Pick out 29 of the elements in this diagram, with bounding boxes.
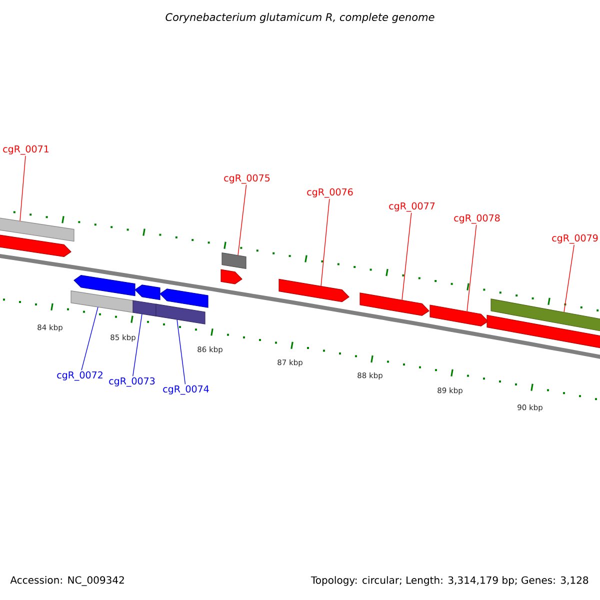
gene-block <box>220 269 242 284</box>
title: Corynebacterium glutamicum R, complete genome <box>166 12 434 24</box>
leader-line <box>238 184 247 256</box>
gene-label: cgR_0074 <box>163 385 209 395</box>
gene-block <box>278 278 350 302</box>
gene-label: cgR_0071 <box>3 145 49 155</box>
gene-block <box>134 284 160 300</box>
leader-line <box>466 224 477 312</box>
gene-block <box>430 304 488 326</box>
gene-label: cgR_0078 <box>454 214 500 224</box>
leader-line <box>564 244 574 312</box>
leader-line <box>402 212 412 300</box>
gene-bar <box>132 300 156 316</box>
gene-bar <box>490 298 600 334</box>
leader-line <box>81 306 98 371</box>
leader-line <box>320 198 330 286</box>
gene-label: cgR_0075 <box>224 174 270 184</box>
gene-label: cgR_0072 <box>57 371 102 381</box>
leader-line <box>132 314 142 377</box>
footer-text: Accession: NC_009342 <box>10 576 124 586</box>
gene-block <box>486 314 600 349</box>
footer-text: Topology: circular; Length: 3,314,179 bp; Genes: 3,128 <box>310 576 588 586</box>
leader-line <box>20 156 26 222</box>
gene-label: cgR_0076 <box>307 188 353 198</box>
gene-label: cgR_0079 <box>552 234 598 244</box>
gene-label: cgR_0073 <box>109 377 155 387</box>
gene-block <box>360 292 430 316</box>
leader-line <box>176 319 186 385</box>
gene-label: cgR_0077 <box>389 202 435 212</box>
